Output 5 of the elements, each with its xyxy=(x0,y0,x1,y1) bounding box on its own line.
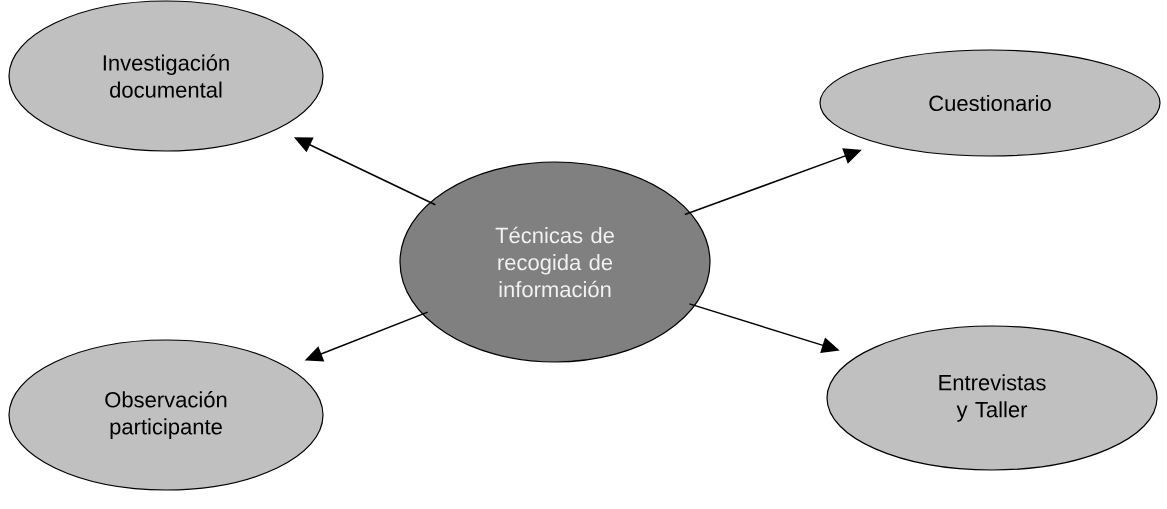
ellipse-node: Observación participante xyxy=(8,339,324,491)
ellipse-node: Técnicas de recogida de información xyxy=(399,161,711,363)
ellipse-node: Entrevistas y Taller xyxy=(826,325,1158,471)
ellipse-node: Cuestionario xyxy=(819,49,1161,157)
ellipse-node: Investigación documental xyxy=(8,0,324,152)
